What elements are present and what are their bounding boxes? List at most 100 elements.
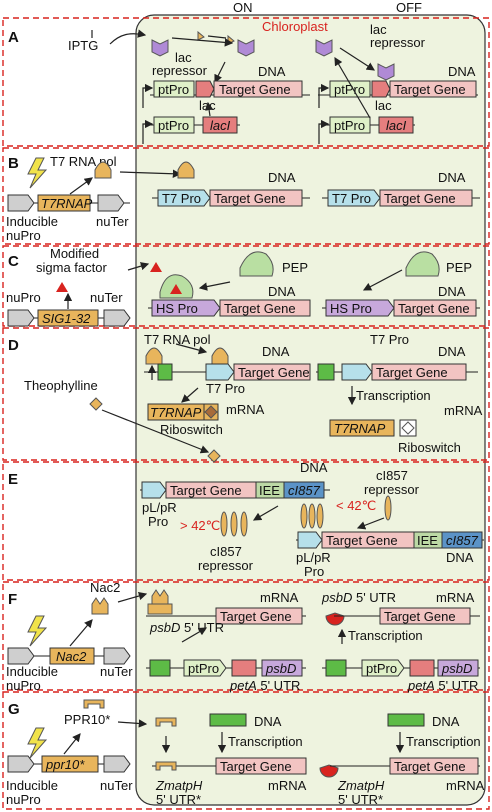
svg-text:HS Pro: HS Pro bbox=[330, 301, 372, 316]
pep-icon bbox=[405, 251, 440, 277]
svg-text:lacI: lacI bbox=[386, 118, 407, 133]
ci857-label-line2: repressor bbox=[198, 558, 254, 573]
svg-text:T7 Pro: T7 Pro bbox=[370, 332, 409, 347]
svg-text:DNA: DNA bbox=[268, 170, 296, 185]
theophylline-label: Theophylline bbox=[24, 378, 98, 393]
svg-text:DNA: DNA bbox=[438, 284, 466, 299]
svg-text:nuTer: nuTer bbox=[100, 664, 133, 679]
svg-text:IEE: IEE bbox=[417, 533, 438, 548]
svg-text:DNA: DNA bbox=[268, 284, 296, 299]
ci857-repressor-icon bbox=[220, 511, 248, 537]
panel-b: B T7 RNA pol T7RNAP Inducible nuPro nuTe… bbox=[6, 154, 480, 243]
svg-text:Inducible: Inducible bbox=[6, 664, 58, 679]
svg-text:Target Gene: Target Gene bbox=[214, 191, 286, 206]
panel-f: F Nac2 Nac2 Inducible nuPro nuTer mRNA T… bbox=[6, 580, 480, 693]
theophylline-icon bbox=[89, 397, 103, 411]
svg-text:DNA: DNA bbox=[446, 550, 474, 565]
lac-repressor-icon bbox=[237, 39, 255, 57]
svg-text:Target Gene: Target Gene bbox=[326, 533, 398, 548]
degrading-enzyme-icon bbox=[319, 764, 339, 778]
sig-gene-label: SIG1-32 bbox=[42, 311, 91, 326]
panel-a: A IPTG lac repressor DNA ptPro Target Ge… bbox=[8, 22, 478, 144]
svg-text:Target Gene: Target Gene bbox=[394, 759, 466, 774]
panel-letter-c: C bbox=[8, 253, 19, 270]
nuter-label: nuTer bbox=[96, 214, 129, 229]
t7-pro-label: T7 Pro bbox=[206, 381, 245, 396]
svg-text:nuPro: nuPro bbox=[6, 678, 41, 693]
svg-text:Target Gene: Target Gene bbox=[224, 301, 296, 316]
svg-text:ZmatpH: ZmatpH bbox=[337, 778, 385, 793]
sigma-factor-label: sigma factor bbox=[36, 260, 107, 275]
svg-text:psbD: psbD bbox=[265, 661, 296, 676]
svg-text:DNA: DNA bbox=[300, 460, 328, 475]
iee-label: IEE bbox=[259, 483, 280, 498]
panel-letter-g: G bbox=[8, 701, 20, 718]
svg-text:pL/pR: pL/pR bbox=[296, 550, 331, 565]
svg-text:lac: lac bbox=[375, 98, 392, 113]
svg-text:Inducible: Inducible bbox=[6, 778, 58, 793]
nupro-label: nuPro bbox=[6, 228, 41, 243]
temp-low-label: < 42℃ bbox=[336, 498, 376, 513]
lac-repressor-icon bbox=[377, 63, 395, 81]
riboswitch-label: Riboswitch bbox=[160, 422, 223, 437]
svg-text:Target Gene: Target Gene bbox=[238, 365, 310, 380]
ci857-label-off-line1: cI857 bbox=[376, 468, 408, 483]
ci857-label-off-line2: repressor bbox=[364, 482, 420, 497]
panel-letter-d: D bbox=[8, 337, 19, 354]
inducible-label: Inducible bbox=[6, 214, 58, 229]
modified-label: Modified bbox=[50, 246, 99, 261]
t7-rna-pol-icon bbox=[211, 347, 229, 365]
target-gene-label: Target Gene bbox=[219, 82, 291, 97]
nac2-label: Nac2 bbox=[90, 580, 120, 595]
lightning-icon bbox=[27, 727, 48, 759]
on-header: ON bbox=[233, 0, 253, 15]
svg-text:ptPro: ptPro bbox=[334, 82, 365, 97]
svg-text:PEP: PEP bbox=[446, 260, 472, 275]
panel-e: E DNA Target Gene IEE cI857 pL/pR Pro > … bbox=[8, 460, 484, 579]
ptpro-label: ptPro bbox=[158, 82, 189, 97]
svg-text:Target Gene: Target Gene bbox=[220, 609, 292, 624]
svg-text:nuPro: nuPro bbox=[6, 792, 41, 807]
svg-text:T7RNAP: T7RNAP bbox=[334, 421, 386, 436]
nac2-gene-label: Nac2 bbox=[56, 649, 87, 664]
svg-text:Transcription: Transcription bbox=[228, 734, 303, 749]
svg-text:DNA: DNA bbox=[448, 64, 476, 79]
svg-text:ptPro: ptPro bbox=[334, 118, 365, 133]
svg-text:DNA: DNA bbox=[438, 344, 466, 359]
svg-text:Pro: Pro bbox=[304, 564, 324, 579]
plpr-label: pL/pR bbox=[142, 500, 177, 515]
ci857-gene-label: cI857 bbox=[288, 483, 321, 498]
panel-letter-b: B bbox=[8, 155, 19, 172]
psbd-utr-label-off: psbD 5' UTR bbox=[321, 590, 396, 605]
chloroplast-label: Chloroplast bbox=[262, 19, 328, 34]
ci857-bound-icon bbox=[300, 503, 324, 529]
mrna-label: mRNA bbox=[226, 402, 265, 417]
svg-text:5' UTR*: 5' UTR* bbox=[338, 792, 383, 807]
utr-label: 5' UTR* bbox=[156, 792, 201, 807]
svg-text:Riboswitch: Riboswitch bbox=[398, 440, 461, 455]
panel-letter-e: E bbox=[8, 471, 18, 488]
lightning-icon bbox=[27, 615, 48, 647]
svg-text:nuPro: nuPro bbox=[6, 290, 41, 305]
laci-label: lacI bbox=[210, 118, 231, 133]
svg-text:nuTer: nuTer bbox=[100, 778, 133, 793]
panel-g: G PPR10* ppr10* Inducible nuPro nuTer DN… bbox=[6, 699, 485, 807]
svg-text:DNA: DNA bbox=[262, 344, 290, 359]
ppr10-label: PPR10* bbox=[64, 712, 110, 727]
svg-text:DNA: DNA bbox=[438, 170, 466, 185]
lac-repressor-label-line1: lac bbox=[175, 50, 192, 65]
ppr10-icon bbox=[83, 699, 105, 709]
svg-text:mRNA: mRNA bbox=[446, 778, 485, 793]
svg-text:Target Gene: Target Gene bbox=[220, 759, 292, 774]
pro-label: Pro bbox=[148, 514, 168, 529]
panel-letter-f: F bbox=[8, 591, 17, 608]
svg-text:Target Gene: Target Gene bbox=[376, 365, 448, 380]
sigma-factor-icon bbox=[56, 282, 68, 292]
t7rnap-gene-label: T7RNAP bbox=[150, 405, 202, 420]
panel-letter-a: A bbox=[8, 29, 19, 46]
ci857-label-line1: cI857 bbox=[210, 544, 242, 559]
svg-text:nuTer: nuTer bbox=[90, 290, 123, 305]
svg-text:Target Gene: Target Gene bbox=[170, 483, 242, 498]
lac-repressor-label-line2: repressor bbox=[152, 63, 208, 78]
